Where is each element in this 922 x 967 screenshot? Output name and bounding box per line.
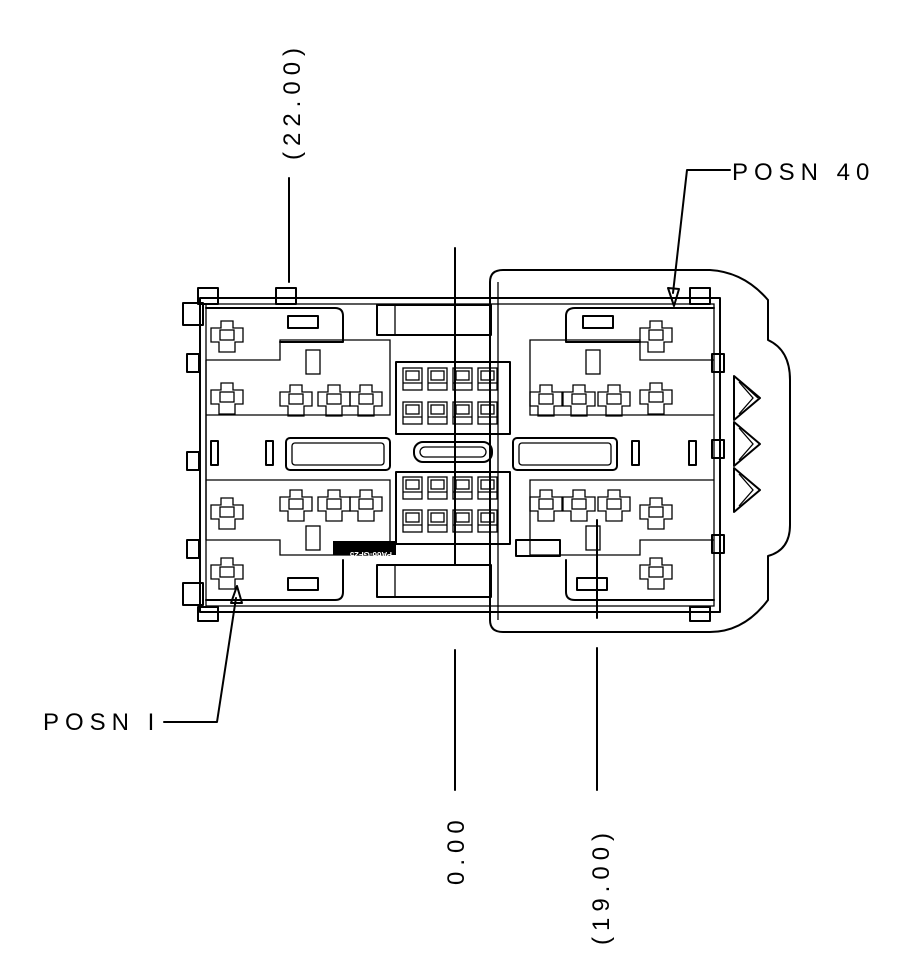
dimension-left-label: (22.00)	[279, 42, 306, 160]
part-marking: PA66-GF25	[333, 541, 396, 559]
callout-posn-1-label: POSN I	[43, 709, 160, 736]
cavity-array	[210, 320, 673, 590]
callout-posn-40-label: POSN 40	[732, 159, 875, 186]
callout-posn-40: POSN 40	[667, 159, 875, 307]
dimension-right: (19.00)	[588, 519, 615, 945]
dimension-right-label: (19.00)	[588, 827, 615, 945]
part-marking-text: PA66-GF25	[349, 550, 392, 559]
terminal-grid	[402, 367, 498, 533]
connector-housing	[182, 269, 791, 633]
dimension-center: 0.00	[443, 247, 470, 885]
dimension-center-label: 0.00	[443, 814, 470, 885]
callout-posn-1: POSN I	[43, 585, 243, 736]
polarization-arrows	[733, 375, 761, 513]
dimension-left: (22.00)	[279, 42, 306, 283]
